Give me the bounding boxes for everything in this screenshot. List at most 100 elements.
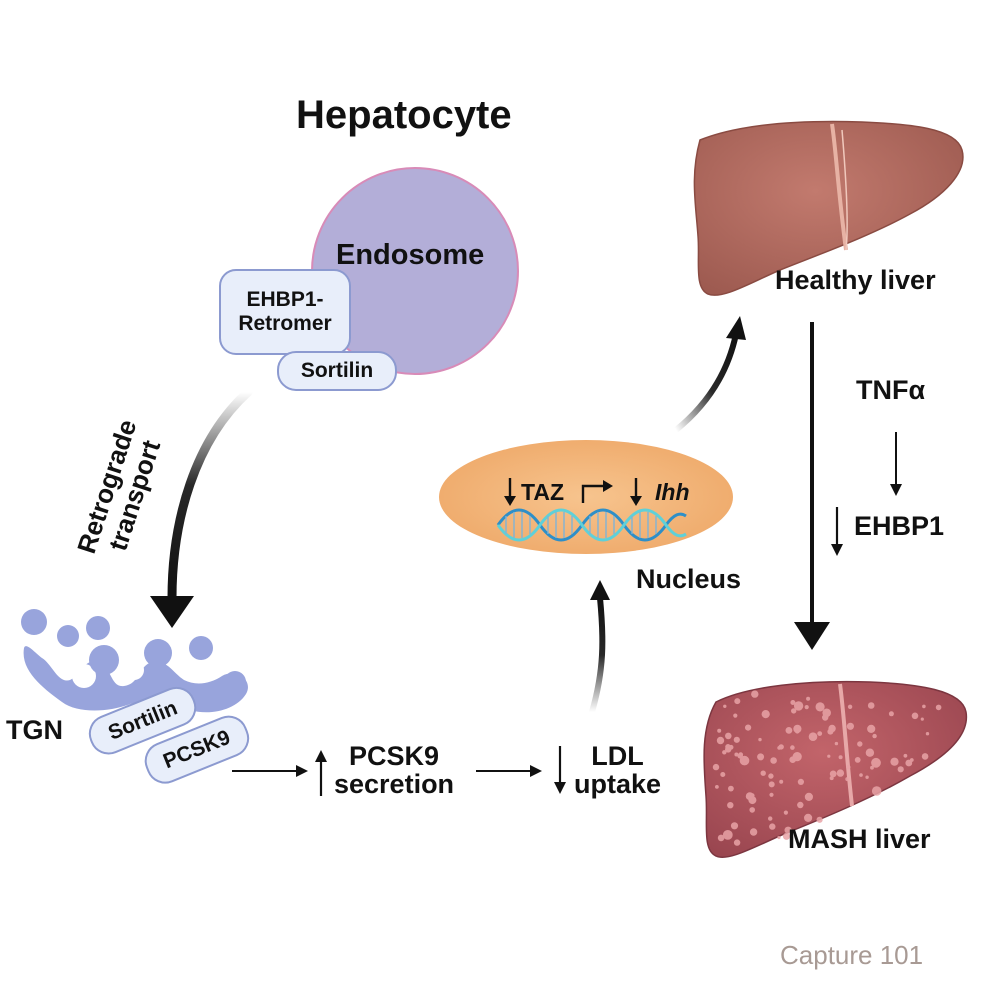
- lipid-droplet: [804, 792, 814, 802]
- lipid-droplet: [723, 704, 727, 708]
- lipid-droplet: [846, 722, 855, 730]
- lipid-droplet: [829, 770, 837, 778]
- lipid-droplet: [792, 752, 802, 762]
- lipid-droplet: [897, 766, 904, 773]
- lipid-droplet: [806, 696, 811, 701]
- lipid-droplet: [739, 755, 750, 766]
- lipid-droplet: [817, 731, 823, 736]
- lipid-droplet: [725, 732, 732, 740]
- lipid-droplet: [935, 704, 942, 711]
- lipid-droplet: [790, 700, 796, 705]
- lipid-droplet: [867, 702, 875, 709]
- ldl-to-nucleus-arrow: [589, 595, 606, 715]
- lipid-droplet: [838, 755, 843, 760]
- lipid-droplet: [828, 724, 836, 733]
- lipid-droplet: [784, 826, 792, 834]
- lipid-droplet: [745, 792, 754, 801]
- lipid-droplet: [857, 741, 863, 747]
- lipid-droplet: [847, 704, 853, 709]
- lipid-droplet: [815, 702, 825, 712]
- lipid-droplet: [737, 753, 743, 759]
- lipid-droplet: [783, 810, 789, 815]
- lipid-droplet: [717, 834, 725, 842]
- nucleus-ellipse: [439, 440, 733, 554]
- lipid-droplet: [921, 753, 929, 760]
- lipid-droplet: [730, 822, 739, 830]
- sortilin-top-label: Sortilin: [300, 359, 374, 382]
- lipid-droplet: [734, 752, 739, 757]
- mash-liver-label: MASH liver: [788, 824, 931, 854]
- lipid-droplet: [808, 732, 818, 741]
- ehbp1-retromer-label: EHBP1- Retromer: [238, 287, 332, 335]
- lipid-droplet: [911, 712, 919, 720]
- lipid-droplet: [720, 772, 726, 777]
- lipid-droplet: [922, 704, 926, 709]
- lipid-droplet: [920, 717, 924, 721]
- transcription-bent-arrow-icon: [581, 480, 613, 503]
- mash-liver-image: [703, 680, 968, 858]
- lipid-droplet: [827, 754, 831, 758]
- ehbp1-label: EHBP1: [854, 511, 945, 541]
- lipid-droplet: [871, 786, 882, 796]
- lipid-droplet: [761, 710, 770, 719]
- flow-arrows: [232, 765, 542, 777]
- sortilin-top-pill-bg: [277, 351, 397, 391]
- lipid-droplet: [804, 705, 809, 710]
- lipid-droplet: [797, 801, 804, 809]
- tnf-down-arrow: [890, 432, 902, 496]
- lipid-droplet: [733, 839, 741, 846]
- nucleus-to-liver-arrowhead: [726, 316, 746, 340]
- lipid-droplet: [865, 775, 869, 779]
- lipid-droplet: [903, 753, 908, 758]
- lipid-droplet: [733, 713, 738, 718]
- lipid-droplet: [768, 781, 775, 788]
- endosome-label: Endosome: [336, 239, 485, 271]
- lipid-droplet: [797, 778, 805, 786]
- lipid-droplet: [888, 711, 894, 717]
- lipid-droplet: [870, 765, 874, 770]
- lipid-droplet: [779, 779, 784, 784]
- lipid-droplet: [745, 724, 752, 731]
- lipid-droplet: [734, 698, 741, 705]
- up-arrow-icon: [315, 750, 327, 796]
- lipid-droplet: [794, 728, 800, 734]
- lipid-droplet: [905, 759, 913, 767]
- diagram-title: Hepatocyte: [296, 93, 512, 137]
- lipid-droplet: [822, 714, 829, 721]
- lipid-droplet: [768, 816, 773, 821]
- lipid-droplet: [782, 832, 791, 840]
- lipid-droplet: [785, 727, 793, 734]
- lipid-droplet: [871, 757, 881, 768]
- lipid-droplet: [925, 732, 930, 736]
- tgn-blobs: [21, 609, 248, 713]
- lipid-droplet: [790, 745, 795, 750]
- lipid-droplet: [757, 753, 765, 761]
- progression-arrow: [794, 322, 830, 650]
- pcsk9-secretion-label: PCSK9 secretion: [334, 741, 455, 800]
- healthy-liver-image: [693, 120, 964, 296]
- ihh-label: Ihh: [655, 479, 690, 505]
- lipid-droplet: [816, 816, 823, 823]
- lipid-droplet: [836, 769, 845, 777]
- ldl-to-nucleus-arrowhead: [590, 580, 610, 600]
- watermark: Capture 101: [780, 940, 924, 970]
- retrograde-arrow-head: [150, 596, 194, 628]
- retrograde-arrow-shaft: [167, 387, 253, 603]
- ldl-uptake-label: LDL uptake: [574, 741, 662, 800]
- tnf-label: TNFα: [856, 375, 926, 405]
- ihh-down-arrow-icon: [630, 478, 642, 506]
- nucleus-label: Nucleus: [636, 564, 742, 594]
- lipid-droplet: [758, 737, 762, 742]
- lipid-droplet: [791, 708, 797, 714]
- sortilin-tgn-pill-bg: [88, 686, 197, 755]
- dna-helix-icon: [496, 508, 687, 542]
- lipid-droplet: [793, 701, 804, 711]
- lipid-droplet: [867, 724, 876, 734]
- ehbp1-down-arrow-icon: [831, 507, 843, 556]
- lipid-droplet: [804, 813, 813, 823]
- nucleus-to-liver-arrow: [673, 331, 739, 433]
- lipid-droplet: [890, 757, 899, 766]
- lipid-droplet: [717, 728, 722, 733]
- lipid-droplet: [722, 830, 733, 840]
